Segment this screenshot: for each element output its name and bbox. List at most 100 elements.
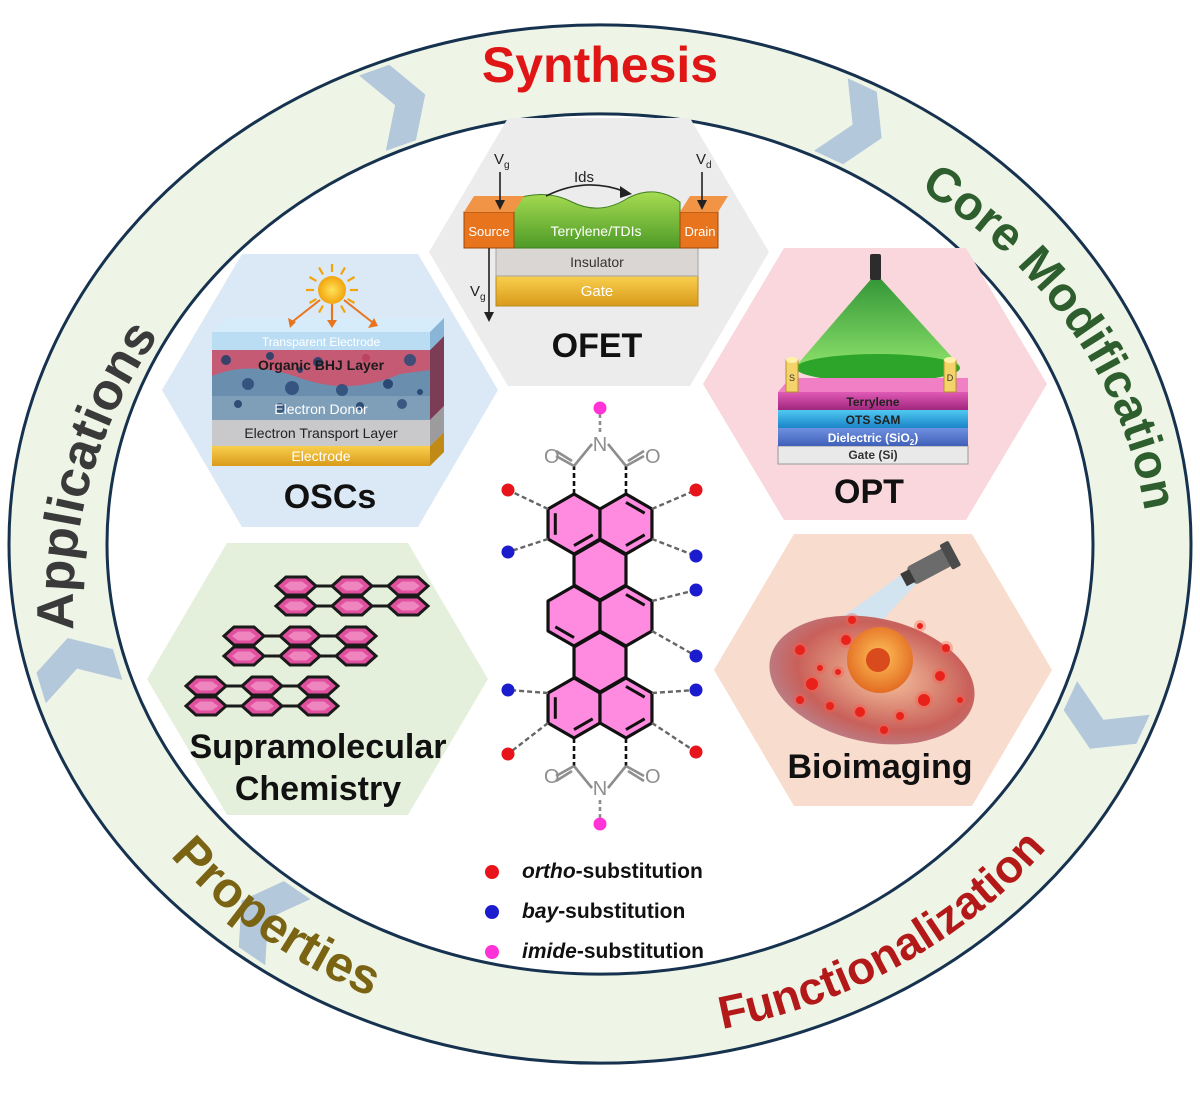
ofet-source-top: [464, 196, 524, 212]
legend-dot: [485, 905, 499, 919]
molecular-stacks: [183, 575, 431, 717]
opt-gate-text: Gate (Si): [848, 448, 897, 462]
ofet-vg-bottom: Vg: [470, 283, 486, 303]
ofet-ids: Ids: [574, 169, 594, 186]
cycle-ring: [7, 23, 1193, 1065]
ofet-label: OFET: [552, 327, 643, 365]
ofet-ids-arrow: [545, 184, 627, 197]
legend-text: bay-substitution: [522, 900, 685, 923]
cell-nucleolus: [866, 648, 890, 672]
ofet-vg-top-arrowhead: [495, 200, 505, 210]
ortho-substitution-dot: [689, 483, 703, 497]
ofet-insulator-layer: [495, 247, 699, 277]
ofet-source-electrode: [463, 211, 515, 249]
legend-item: imide-substitution: [485, 940, 704, 963]
opt-source-cap: [786, 357, 798, 363]
ofet-drain-text: Drain: [684, 224, 715, 239]
opt-dielectric-text: Dielectric (SiO2): [828, 431, 918, 447]
oscs-electrode-text: Electrode: [291, 448, 350, 464]
legend-item: bay-substitution: [485, 900, 685, 923]
imide-substitution-dot: [593, 401, 607, 415]
oscs-donor-text: Electron Donor: [274, 401, 368, 417]
chevron-arrow-icon: [814, 78, 882, 165]
ring-band: [7, 23, 1193, 1065]
legend-text: ortho-substitution: [522, 860, 703, 883]
ofet-channel: [511, 191, 681, 249]
opt-terrylene-layer: [778, 392, 968, 410]
ofet-vg-bottom-arrowhead: [484, 312, 494, 322]
oscs-donor-layer: [212, 396, 430, 420]
ofet-vd-arrowhead: [697, 200, 707, 210]
oxygen-atom-label: O: [544, 766, 560, 788]
chevron-arrow-icon: [36, 637, 123, 704]
supramolecular-label-line1: Supramolecular: [190, 728, 447, 766]
nitrogen-atom-label: N: [593, 778, 607, 800]
opt-drain-mark: D: [947, 373, 954, 383]
imide-substitution-dot: [593, 817, 607, 831]
legend-dot: [485, 865, 499, 879]
oscs-etl-text: Electron Transport Layer: [244, 425, 398, 441]
ortho-substitution-dot: [501, 483, 515, 497]
synthesis-label: Synthesis: [482, 37, 718, 93]
ofet-ids-arrowhead: [620, 186, 632, 198]
bay-substitution-dot: [501, 545, 515, 559]
ofet-source-text: Source: [468, 224, 509, 239]
chevron-arrow-icon: [238, 881, 311, 966]
ofet-vd: Vd: [696, 151, 712, 171]
ring-chevrons: [36, 64, 1150, 966]
opt-light-source: [870, 254, 881, 280]
sun-icon: [288, 264, 378, 328]
oxygen-atom-label: O: [645, 766, 661, 788]
opt-panel: S D Terrylene OTS SAM Dielectric (SiO2) …: [703, 248, 1047, 520]
oxygen-atom-label: O: [645, 446, 661, 468]
ofet-panel: Source Drain Terrylene/TDIs Insulator Ga…: [429, 118, 769, 386]
ortho-substitution-dot: [501, 747, 515, 761]
oscs-bhj-wave: [212, 368, 430, 396]
bioimaging-panel: Bioimaging: [714, 534, 1052, 806]
legend-dot: [485, 945, 499, 959]
opt-light-spot: [796, 354, 960, 382]
oscs-panel: Transparent Electrode Organic BHJ Layer …: [162, 254, 498, 527]
oscs-bhj-text: Organic BHJ Layer: [258, 357, 385, 373]
oscs-transparent-top: [212, 318, 444, 332]
opt-top-face: [778, 378, 968, 392]
legend-item: ortho-substitution: [485, 860, 703, 883]
oscs-etl-layer: [212, 420, 430, 446]
opt-dielectric-layer: [778, 428, 968, 446]
opt-terrylene-text: Terrylene: [846, 395, 899, 409]
substitution-legend: ortho-substitution bay-substitution imide-…: [485, 860, 704, 963]
supramolecular-label-line2: Chemistry: [235, 770, 401, 808]
bay-substitution-dot: [689, 583, 703, 597]
opt-label: OPT: [834, 473, 904, 511]
legend-text: imide-substitution: [522, 940, 704, 963]
oscs-transparent-text: Transparent Electrode: [262, 335, 381, 349]
opt-ots-text: OTS SAM: [846, 413, 901, 427]
chevron-arrow-icon: [1063, 681, 1150, 749]
bay-substitution-dot: [689, 649, 703, 663]
terrylene-diimide-structure: O O N O O N: [501, 401, 703, 831]
ofet-gate-text: Gate: [581, 283, 614, 300]
opt-light-beam: [796, 278, 960, 366]
ortho-substitution-dot: [689, 745, 703, 759]
opt-source-mark: S: [789, 373, 795, 383]
oscs-etl-side: [430, 406, 444, 446]
oscs-electrode-side: [430, 432, 444, 466]
opt-drain-cap: [944, 357, 956, 363]
ofet-drain-electrode: [679, 211, 719, 249]
opt-ots-layer: [778, 410, 968, 428]
supramolecular-panel: Supramolecular Chemistry: [147, 543, 488, 815]
oscs-transparent-side: [430, 318, 444, 350]
oxygen-atom-label: O: [544, 446, 560, 468]
oscs-transparent-layer: [212, 332, 430, 350]
bay-substitution-dot: [501, 683, 515, 697]
ofet-channel-text: Terrylene/TDIs: [550, 223, 641, 239]
nitrogen-atom-label: N: [593, 434, 607, 456]
bay-substitution-dot: [689, 549, 703, 563]
functionalization-label: Functionalization: [713, 820, 1054, 1039]
microscope-icon: [900, 541, 961, 587]
oscs-bhj-particles: [221, 352, 423, 413]
ofet-insulator-text: Insulator: [570, 254, 624, 270]
cell-fluorescent-dots: [792, 613, 966, 737]
